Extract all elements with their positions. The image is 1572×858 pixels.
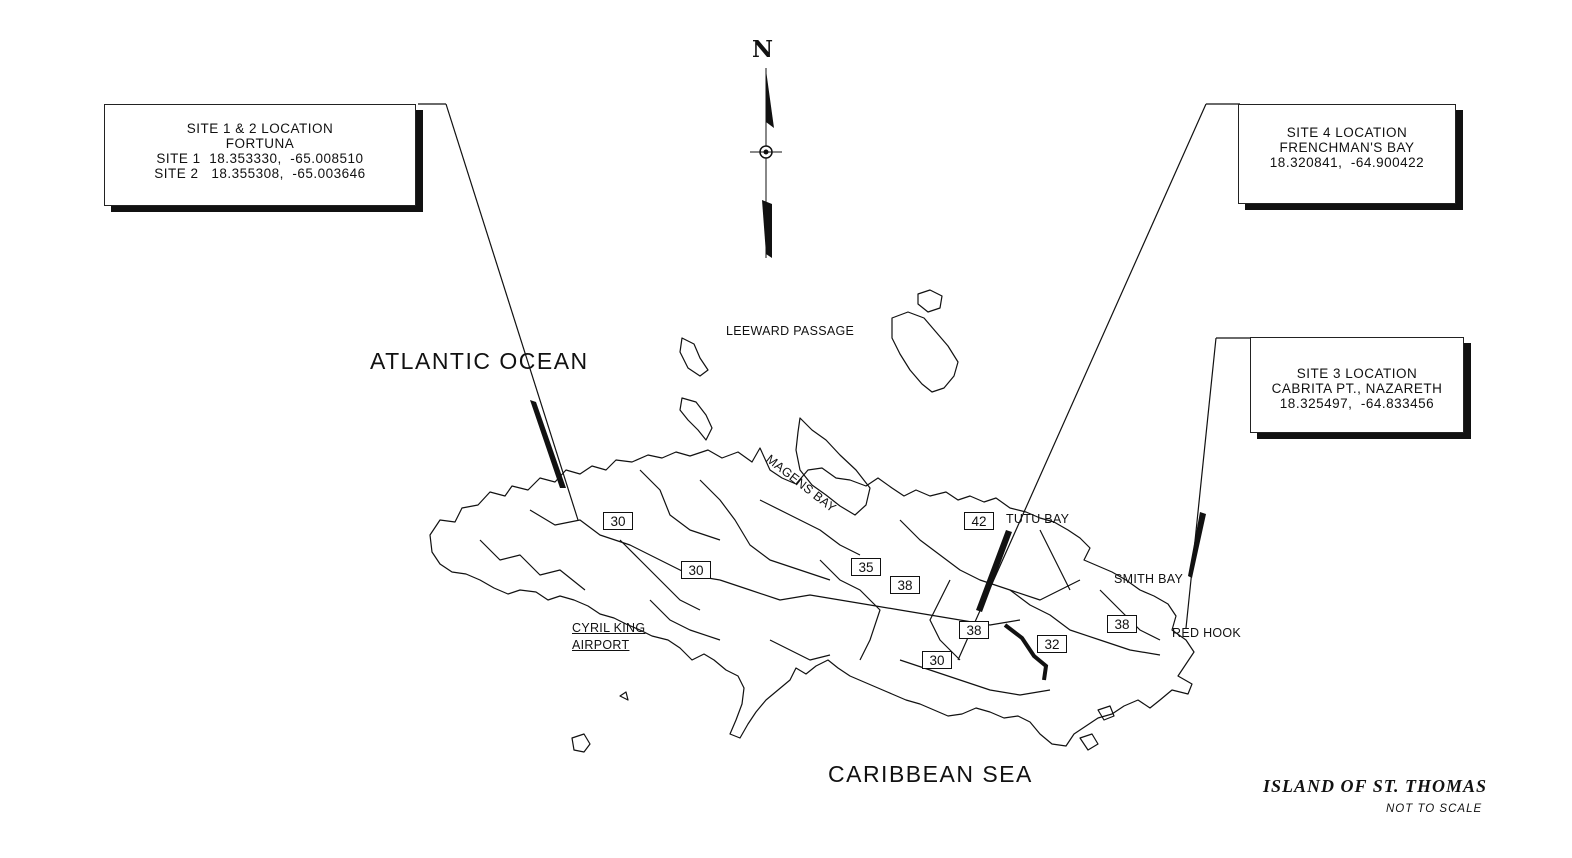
- tutu-bay-label: TUTU BAY: [1006, 512, 1070, 526]
- smith-bay-label: SMITH BAY: [1114, 572, 1184, 586]
- site4-coords: 18.320841, -64.900422: [1269, 155, 1425, 170]
- site12-title: SITE 1 & 2 LOCATION: [186, 121, 334, 136]
- route-shield: 30: [681, 561, 711, 579]
- site3-arrow: [1188, 512, 1206, 578]
- route-shield: 32: [1037, 635, 1067, 653]
- st-thomas-outline: [429, 447, 1195, 747]
- scale-note: NOT TO SCALE: [1386, 803, 1483, 815]
- site4-place: FRENCHMAN'S BAY: [1279, 140, 1415, 155]
- leeward-passage-label: LEEWARD PASSAGE: [726, 324, 855, 338]
- map-title: ISLAND OF ST. THOMAS: [1263, 776, 1488, 796]
- route-shield: 38: [890, 576, 920, 594]
- airport-label-line1: CYRIL KING: [572, 621, 646, 635]
- site3-coords: 18.325497, -64.833456: [1279, 396, 1435, 411]
- north-arrow-icon: [750, 68, 782, 258]
- site4-callout: SITE 4 LOCATION FRENCHMAN'S BAY 18.32084…: [1238, 104, 1456, 204]
- site2-coords: SITE 2 18.355308, -65.003646: [154, 166, 366, 181]
- route-shield: 38: [1107, 615, 1137, 633]
- site3-title: SITE 3 LOCATION: [1296, 366, 1418, 381]
- site3-callout: SITE 3 LOCATION CABRITA PT., NAZARETH 18…: [1250, 337, 1464, 433]
- route-shield: 38: [959, 621, 989, 639]
- route-shield: 30: [922, 651, 952, 669]
- route-shield: 30: [603, 512, 633, 530]
- site4-arrow: [976, 530, 1012, 612]
- site3-place: CABRITA PT., NAZARETH: [1271, 381, 1443, 396]
- site1-coords: SITE 1 18.353330, -65.008510: [156, 151, 364, 166]
- caribbean-sea-label: CARIBBEAN SEA: [828, 761, 1033, 787]
- airport-label-line2: AIRPORT: [572, 638, 630, 652]
- atlantic-ocean-label: ATLANTIC OCEAN: [370, 348, 589, 374]
- red-hook-label: RED HOOK: [1172, 626, 1242, 640]
- route-shield: 42: [964, 512, 994, 530]
- site4-title: SITE 4 LOCATION: [1286, 125, 1408, 140]
- north-label: N: [752, 36, 774, 63]
- site12-place: FORTUNA: [225, 136, 295, 151]
- site12-arrow: [530, 400, 566, 488]
- route-shield: 35: [851, 558, 881, 576]
- site12-callout: SITE 1 & 2 LOCATION FORTUNA SITE 1 18.35…: [104, 104, 416, 206]
